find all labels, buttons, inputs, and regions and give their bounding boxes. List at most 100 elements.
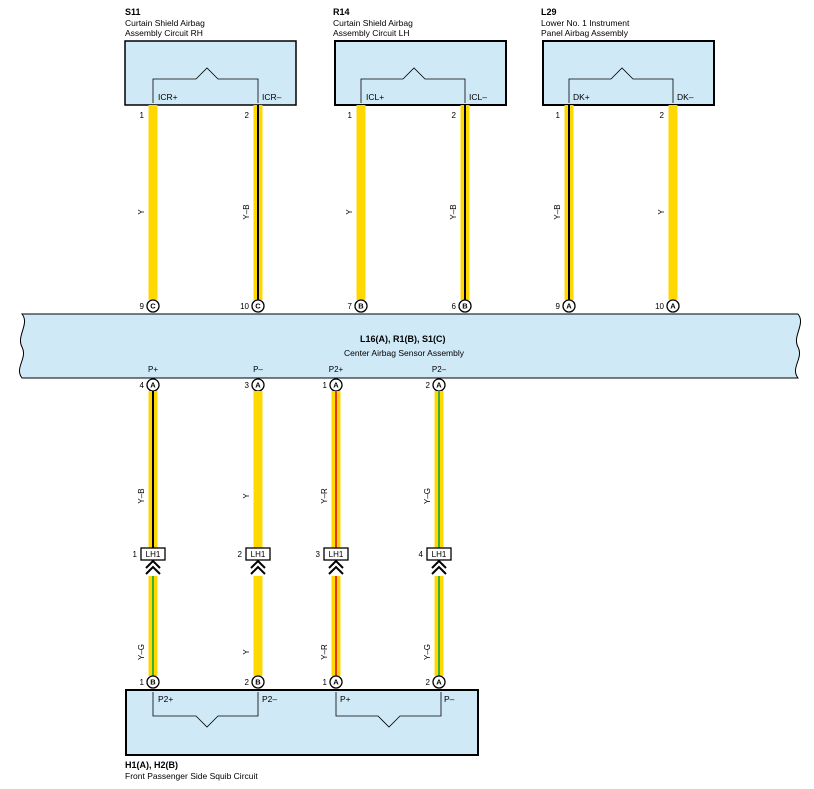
pin-number: 7 bbox=[348, 302, 353, 311]
pin-number: 4 bbox=[419, 550, 424, 559]
wire-color-label: Y bbox=[657, 209, 666, 215]
connector-circle bbox=[666, 299, 680, 313]
pin-number: 1 bbox=[323, 678, 328, 687]
component-name: Curtain Shield Airbag bbox=[333, 18, 413, 28]
pin-number: 9 bbox=[140, 302, 145, 311]
pin-label: ICL– bbox=[469, 92, 487, 102]
component-label-s11: S11 Curtain Shield Airbag Assembly Circu… bbox=[125, 7, 205, 38]
pin-label: DK– bbox=[677, 92, 694, 102]
connector-letter: A bbox=[670, 302, 676, 311]
component-code: S11 bbox=[125, 7, 141, 17]
upper-wires: 1YC9ICR+2Y–BC10ICR–1YB7ICL+2Y–BB6ICL–1Y–… bbox=[137, 105, 681, 328]
connector-circle bbox=[458, 299, 472, 313]
pin-label: P– bbox=[444, 694, 455, 704]
connector-circle bbox=[432, 675, 446, 689]
center-sensor-assembly: L16(A), R1(B), S1(C) Center Airbag Senso… bbox=[18, 313, 802, 379]
wire-stripe bbox=[335, 391, 337, 548]
connector-letter: A bbox=[255, 381, 261, 390]
pin-number: 2 bbox=[245, 111, 250, 120]
component-name: Front Passenger Side Squib Circuit bbox=[125, 771, 258, 781]
wire-stripe bbox=[152, 576, 154, 676]
pin-label: P2+ bbox=[158, 694, 173, 704]
wire-color-label: Y–B bbox=[449, 204, 458, 219]
wire-stripe bbox=[568, 105, 570, 300]
pin-label: P+ bbox=[340, 694, 351, 704]
connector-letter: C bbox=[150, 302, 156, 311]
junction-label: LH1 bbox=[329, 550, 344, 559]
upper-wire: 1YC9ICR+ bbox=[137, 105, 163, 328]
pin-number: 2 bbox=[238, 550, 243, 559]
wire-color-label: Y–B bbox=[242, 204, 251, 219]
pin-number: 1 bbox=[556, 111, 561, 120]
wire-stripe bbox=[257, 105, 259, 300]
connector-circle bbox=[251, 675, 265, 689]
component-code: L29 bbox=[541, 7, 557, 17]
connector-circle bbox=[146, 299, 160, 313]
pin-number: 2 bbox=[245, 678, 250, 687]
wire-color-label: Y bbox=[242, 649, 251, 655]
pin-number: 2 bbox=[452, 111, 457, 120]
wire-stripe bbox=[152, 391, 154, 548]
connector-circle bbox=[562, 299, 576, 313]
component-name: Center Airbag Sensor Assembly bbox=[344, 348, 465, 358]
connector-letter: A bbox=[150, 381, 156, 390]
pin-number: 2 bbox=[660, 111, 665, 120]
upper-wire: 2Y–BC10ICR– bbox=[240, 105, 268, 328]
pin-label: ICR+ bbox=[158, 92, 178, 102]
component-box-l29: DK+ DK– bbox=[542, 40, 715, 106]
wire-body bbox=[668, 105, 678, 300]
connector-circle bbox=[329, 675, 343, 689]
component-box-r14: ICL+ ICL– bbox=[334, 40, 507, 106]
pin-number: 6 bbox=[452, 302, 457, 311]
pin-number: 2 bbox=[426, 678, 431, 687]
upper-wire: 2Y–BB6ICL– bbox=[449, 105, 474, 328]
wire-body bbox=[253, 391, 263, 548]
component-label-r14: R14 Curtain Shield Airbag Assembly Circu… bbox=[333, 7, 413, 38]
chevron-icon bbox=[431, 559, 447, 575]
wire-color-label: Y–G bbox=[423, 488, 432, 504]
pin-number: 2 bbox=[426, 381, 431, 390]
connector-letter: B bbox=[150, 678, 156, 687]
wire-body bbox=[253, 576, 263, 676]
pin-label: P2– bbox=[262, 694, 277, 704]
wire-color-label: Y–R bbox=[320, 488, 329, 504]
component-code: H1(A), H2(B) bbox=[125, 760, 178, 770]
pin-number: 1 bbox=[133, 550, 138, 559]
connector-letter: C bbox=[255, 302, 261, 311]
component-box-s11: ICR+ ICR– bbox=[124, 40, 297, 106]
component-name: Assembly Circuit LH bbox=[333, 28, 410, 38]
pin-number: 1 bbox=[140, 678, 145, 687]
pin-number: 1 bbox=[323, 381, 328, 390]
component-box-bottom: P2+ P2– P+ P– bbox=[125, 689, 479, 756]
connector-letter: B bbox=[462, 302, 468, 311]
junction-label: LH1 bbox=[146, 550, 161, 559]
upper-wire: 1Y–BA9DK+ bbox=[553, 105, 577, 328]
connector-letter: A bbox=[436, 381, 442, 390]
wire-stripe bbox=[438, 391, 440, 548]
wire-color-label: Y–B bbox=[137, 488, 146, 503]
wire-color-label: Y bbox=[345, 209, 354, 215]
wire-color-label: Y–G bbox=[423, 644, 432, 660]
connector-letter: B bbox=[358, 302, 364, 311]
wire-color-label: Y–G bbox=[137, 644, 146, 660]
wire-color-label: Y–B bbox=[553, 204, 562, 219]
upper-wire: 1YB7ICL+ bbox=[345, 105, 370, 328]
chevron-icon bbox=[145, 559, 161, 575]
sensor-pin-label: P+ bbox=[148, 365, 158, 374]
pin-label: ICL+ bbox=[366, 92, 384, 102]
sensor-pin-label: P2– bbox=[432, 365, 447, 374]
connector-letter: A bbox=[436, 678, 442, 687]
wire-body bbox=[148, 105, 158, 300]
wire-body bbox=[356, 105, 366, 300]
pin-label: ICR– bbox=[262, 92, 282, 102]
wire-stripe bbox=[438, 576, 440, 676]
wire-color-label: Y bbox=[242, 493, 251, 499]
connector-circle bbox=[146, 675, 160, 689]
pin-number: 10 bbox=[655, 302, 664, 311]
lower-wires: P+A4Y–BLH11Y–GB1P–A3YLH12YB2P2+A1Y–RLH13… bbox=[133, 365, 452, 689]
